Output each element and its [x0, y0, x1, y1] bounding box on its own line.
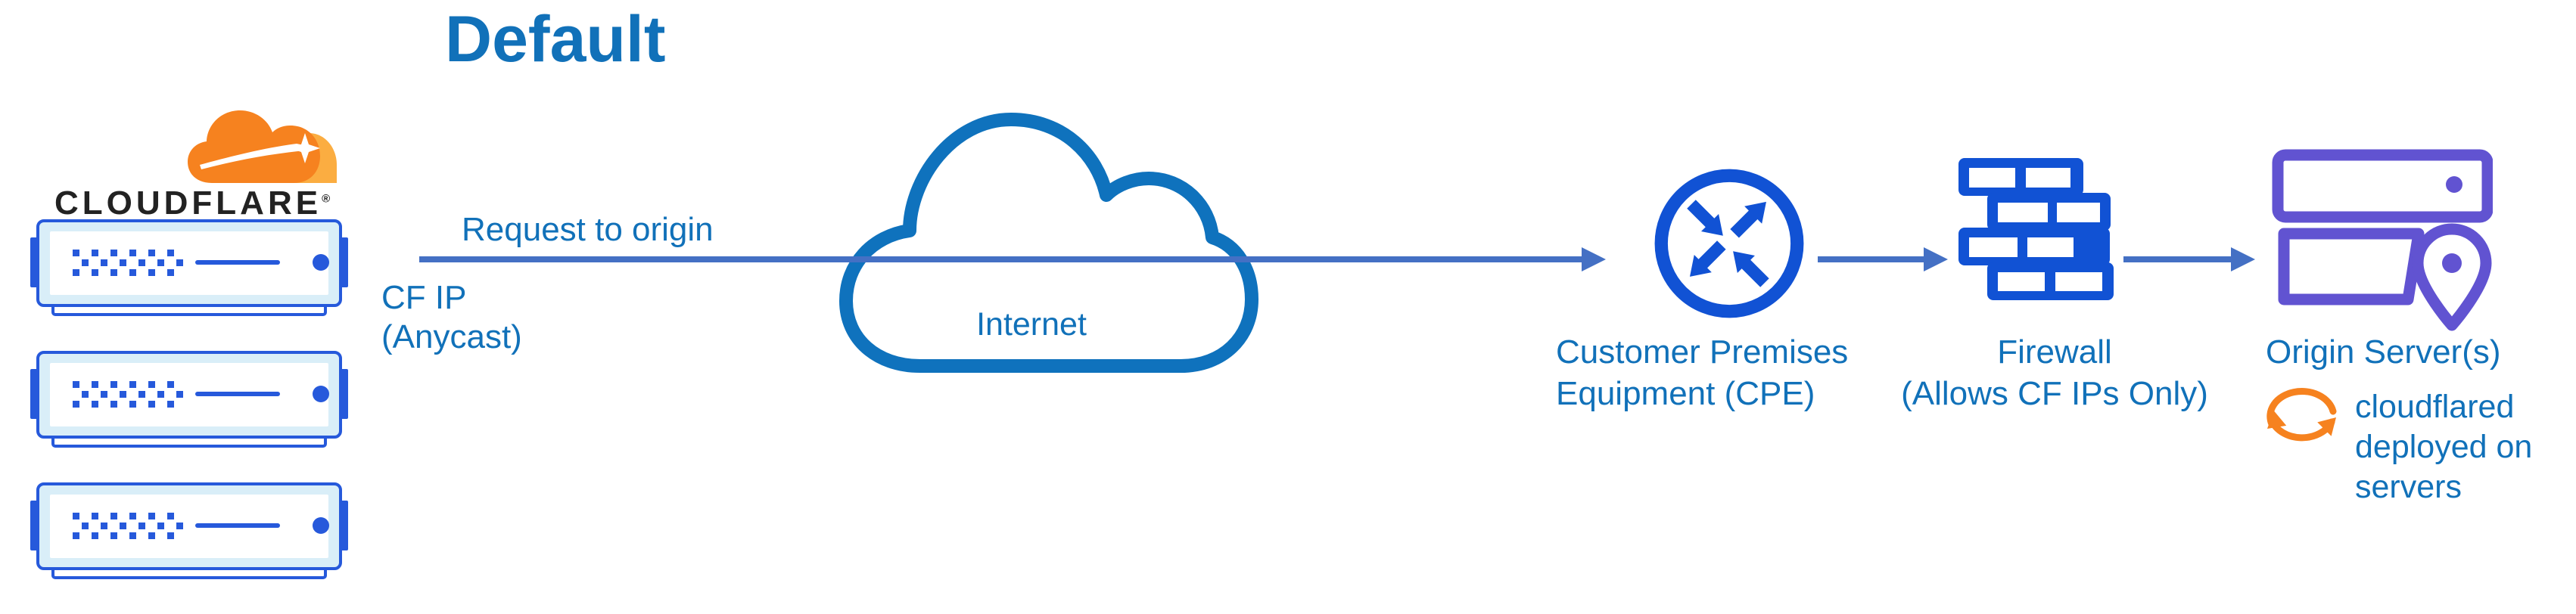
firewall-label-line2: (Allows CF IPs Only) — [1901, 375, 2208, 412]
cpe-label: Customer Premises Equipment (CPE) — [1556, 331, 1848, 414]
cpe-router-icon — [1654, 169, 1804, 318]
origin-servers-label: Origin Server(s) — [2266, 333, 2501, 371]
diagram-title: Default — [445, 3, 666, 76]
origin-servers-location-icon — [2272, 149, 2493, 331]
internet-cloud-icon — [839, 113, 1258, 373]
cloudflare-wordmark: CLOUDFLARE® — [54, 185, 330, 222]
cpe-label-line1: Customer Premises — [1556, 333, 1849, 371]
cloudflare-wordmark-text: CLOUDFLARE — [54, 185, 322, 222]
firewall-brick-icon — [1958, 158, 2114, 300]
cloudflared-note-line3: servers — [2355, 469, 2462, 505]
arrow-cpe-to-firewall — [1818, 247, 1948, 271]
registered-mark: ® — [322, 192, 331, 206]
cloudflare-cloud-icon — [188, 110, 337, 183]
edge-server-icon — [30, 351, 348, 451]
edge-server-icon — [30, 482, 348, 582]
firewall-label: Firewall (Allows CF IPs Only) — [1877, 331, 2232, 414]
edge-server-icon — [30, 219, 348, 319]
internet-label: Internet — [976, 306, 1087, 343]
cf-ip-line1: CF IP — [381, 279, 467, 316]
cloudflared-note-line1: cloudflared — [2355, 389, 2515, 425]
cloudflared-note: cloudflared deployed on servers — [2355, 387, 2532, 507]
cf-ip-line2: (Anycast) — [381, 318, 522, 355]
firewall-label-line1: Firewall — [1997, 333, 2112, 371]
arrow-edge-to-cpe — [419, 247, 1606, 271]
cpe-label-line2: Equipment (CPE) — [1556, 375, 1815, 412]
arrow-firewall-to-origin — [2123, 247, 2255, 271]
cloudflared-note-line2: deployed on — [2355, 429, 2533, 465]
request-to-origin-label: Request to origin — [462, 211, 714, 248]
cf-ip-anycast-label: CF IP (Anycast) — [381, 278, 522, 357]
sync-arrows-icon — [2266, 388, 2337, 442]
